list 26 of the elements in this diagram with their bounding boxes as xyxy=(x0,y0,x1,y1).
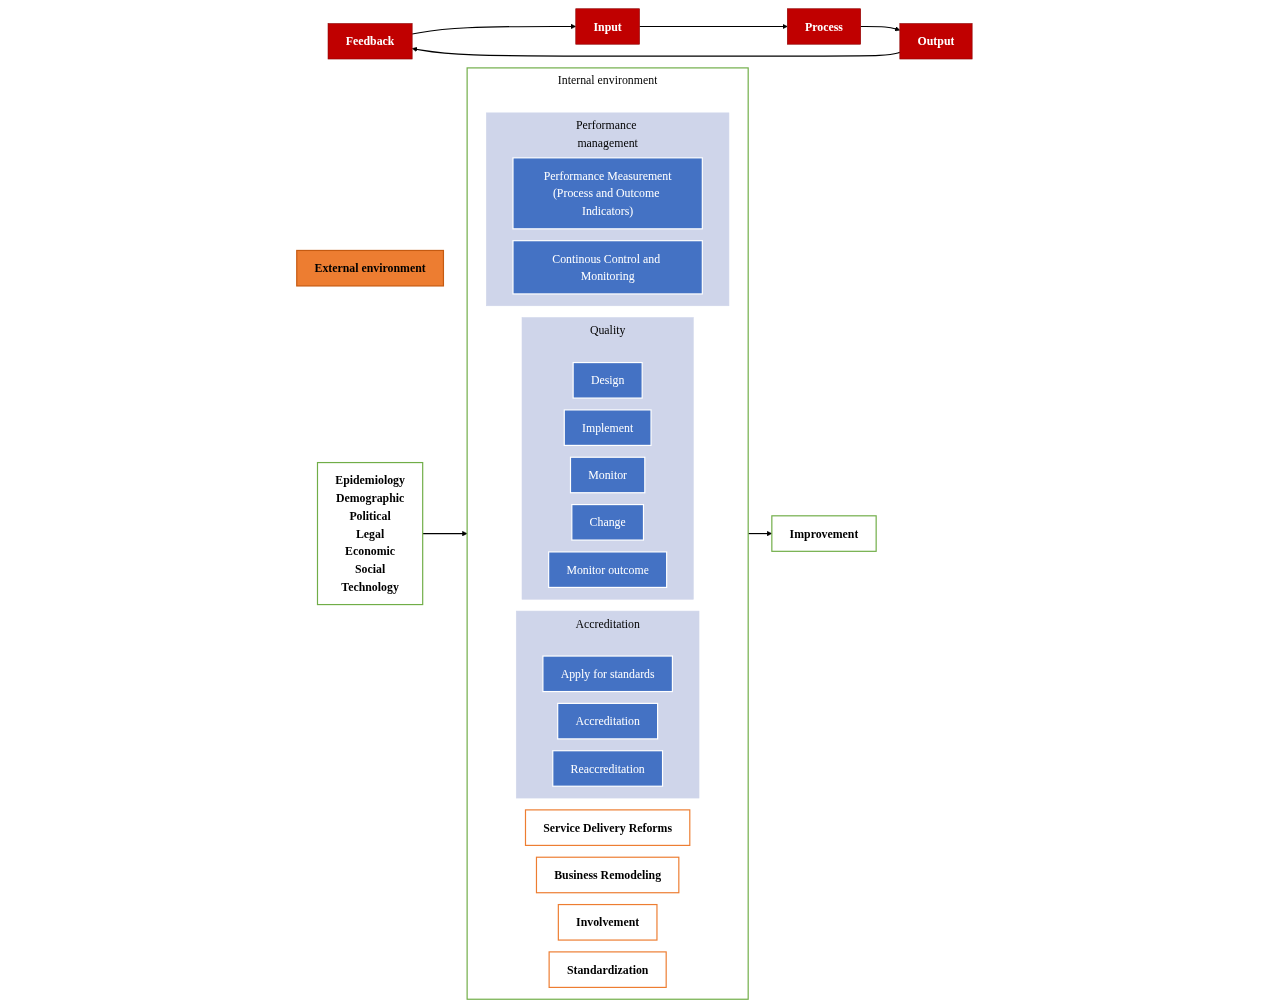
node-box: Design xyxy=(572,361,643,399)
arrow xyxy=(639,23,788,29)
node-box: Apply for standards xyxy=(542,655,674,692)
arrow xyxy=(422,530,468,536)
node-box: Input xyxy=(575,7,640,45)
node-box: Improvement xyxy=(771,514,877,552)
node-box: Performance Measurement (Process and Outcome Indicators) xyxy=(512,156,703,229)
arrow xyxy=(860,25,901,31)
node-box: Monitor xyxy=(569,456,646,493)
node-box: Reaccreditation xyxy=(552,749,664,787)
arrow xyxy=(411,23,577,35)
node-box: Implement xyxy=(563,408,652,446)
node-box: Epidemiology Demographic Political Legal Economic Social Technology xyxy=(316,461,424,605)
node-box: Business Remodeling xyxy=(535,856,680,893)
node-box: Output xyxy=(899,22,973,59)
node-box: Involvement xyxy=(557,903,658,941)
node-box: Process xyxy=(787,7,862,45)
node-box: Change xyxy=(571,503,645,541)
node-box: External environment xyxy=(296,249,445,287)
node-box: Accreditation xyxy=(557,702,659,739)
arrow xyxy=(412,46,901,57)
node-box: Feedback xyxy=(327,22,413,59)
node-box: Standardization xyxy=(548,950,667,988)
node-box: Service Delivery Reforms xyxy=(524,808,691,846)
node-box: Continous Control and Monitoring xyxy=(512,239,703,295)
node-box: Monitor outcome xyxy=(548,550,668,588)
